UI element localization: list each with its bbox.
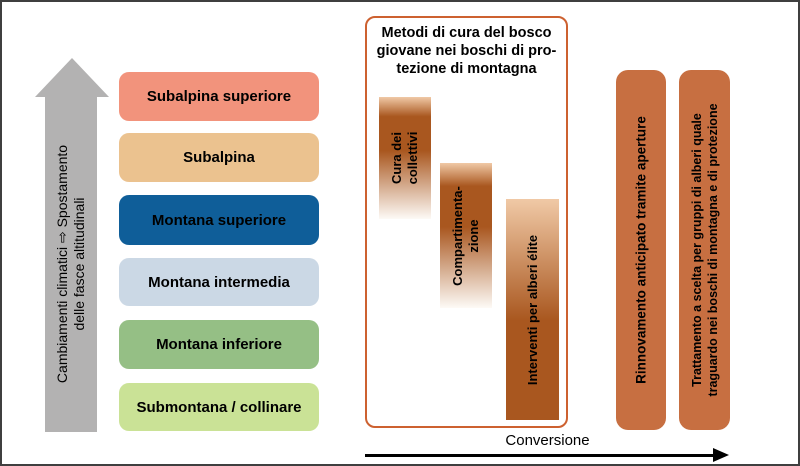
- method-bar-label-line1: Compartimenta-: [450, 185, 465, 286]
- methods-box-title: Metodi di cura del bosco giovane nei bos…: [368, 24, 565, 78]
- right-arrow-head-icon: [713, 448, 729, 462]
- bar-label-line1: Rinnovamento anticipato tramite aperture: [633, 116, 649, 384]
- zone-bar-subalpina-superiore: Subalpina superiore: [119, 72, 319, 121]
- conversion-label: Conversione: [505, 432, 590, 449]
- climate-shift-label-line2: delle fasce altitudinali: [71, 197, 87, 331]
- methods-title-line2: giovane nei boschi di pro-: [376, 43, 557, 59]
- bar-label-line1: Trattamento a scelta per gruppi di alber…: [689, 113, 704, 387]
- method-bar-label-line2: collettivi: [405, 131, 420, 185]
- climate-shift-arrow: Cambiamenti climatici ⇨ Spostamento dell…: [45, 96, 97, 432]
- zone-bar-montana-superiore: Montana superiore: [119, 195, 319, 245]
- method-bar-compartimentazione: Compartimenta- zione: [440, 163, 492, 308]
- bar-label: Rinnovamento anticipato tramite aperture: [634, 116, 649, 384]
- bar-trattamento-a-scelta: Trattamento a scelta per gruppi di alber…: [679, 70, 730, 430]
- methods-title-line1: Metodi di cura del bosco: [381, 25, 552, 41]
- up-arrow-head-icon: [35, 58, 109, 97]
- method-bar-cura-dei-collettivi: Cura dei collettivi: [379, 97, 431, 219]
- zone-label: Subalpina superiore: [146, 88, 292, 105]
- bar-label: Trattamento a scelta per gruppi di alber…: [689, 103, 721, 396]
- zone-bar-submontana-collinare: Submontana / collinare: [119, 383, 319, 431]
- climate-shift-label-line1: Cambiamenti climatici ⇨ Spostamento: [54, 144, 70, 384]
- method-bar-label: Cura dei collettivi: [389, 132, 421, 185]
- zone-label: Montana intermedia: [148, 273, 290, 291]
- bar-rinnovamento-anticipato: Rinnovamento anticipato tramite aperture: [616, 70, 666, 430]
- zone-bar-montana-intermedia: Montana intermedia: [119, 258, 319, 306]
- method-bar-interventi-alberi-elite: Interventi per alberi élite: [506, 199, 559, 420]
- zone-label: Montana inferiore: [156, 336, 282, 353]
- zone-label: Subalpina: [183, 149, 255, 166]
- method-bar-label: Compartimenta- zione: [450, 186, 482, 286]
- zone-bar-subalpina: Subalpina: [119, 133, 319, 182]
- method-bar-label-line1: Cura dei: [389, 132, 404, 185]
- climate-shift-label: Cambiamenti climatici ⇨ Spostamento dell…: [54, 145, 88, 383]
- method-bar-label: Interventi per alberi élite: [525, 234, 541, 384]
- method-bar-label-line2: zione: [466, 218, 481, 253]
- bar-label-line2: traguardo nei boschi di montagna e di pr…: [705, 103, 720, 397]
- zone-label: Montana superiore: [151, 211, 287, 229]
- zone-bar-montana-inferiore: Montana inferiore: [119, 320, 319, 369]
- methods-title-line3: tezione di montagna: [396, 61, 537, 77]
- conversion-arrow: [365, 454, 714, 457]
- method-bar-label-line1: Interventi per alberi élite: [524, 234, 540, 385]
- zone-label: Submontana / collinare: [136, 398, 302, 416]
